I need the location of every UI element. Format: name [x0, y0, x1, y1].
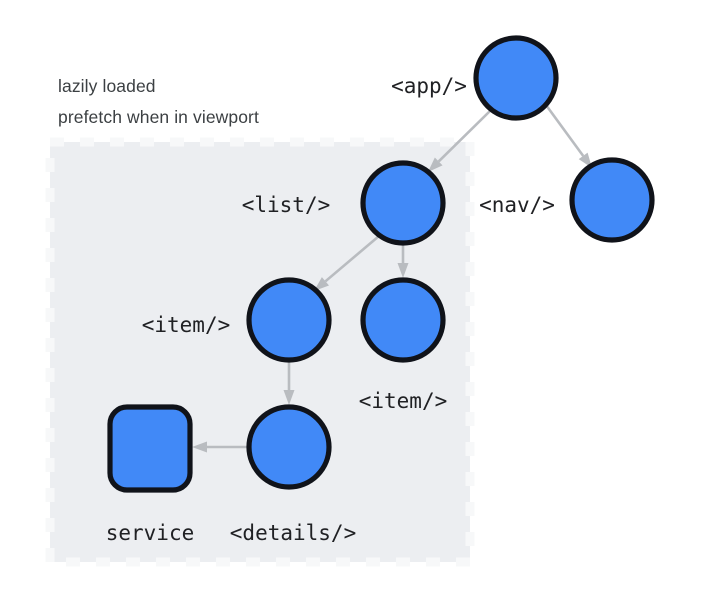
nodes-layer [107, 35, 655, 493]
node-nav[interactable] [569, 157, 655, 243]
node-label-service: service [106, 521, 195, 545]
edge-item-left-to-details [283, 362, 295, 405]
node-label-nav: <nav/> [479, 193, 555, 217]
edge-arrowhead [314, 277, 330, 291]
node-labels-layer: <app/> <nav/> <list/> <item/> <item/> <detail… [106, 74, 555, 545]
edge-list-to-item-right [397, 245, 409, 278]
node-list[interactable] [360, 160, 446, 246]
node-label-app: <app/> [391, 74, 467, 98]
edge-arrowhead [283, 390, 295, 405]
edge-details-to-service [192, 441, 247, 453]
node-details[interactable] [246, 404, 332, 490]
node-service[interactable] [107, 404, 193, 493]
edge-list-to-item-left [314, 235, 380, 291]
node-label-list: <list/> [242, 193, 331, 217]
node-item-left[interactable] [246, 277, 332, 363]
annotation-line-1: lazily loaded [58, 76, 156, 96]
edge-line [324, 235, 380, 283]
node-label-details: <details/> [230, 521, 356, 545]
node-label-item-right: <item/> [359, 389, 448, 413]
edge-arrowhead [428, 157, 443, 172]
node-app[interactable] [473, 35, 559, 121]
edge-app-to-list [428, 109, 492, 172]
annotation-line-2: prefetch when in viewport [58, 107, 259, 127]
edge-app-to-nav [544, 104, 592, 168]
node-label-item-left: <item/> [142, 313, 231, 337]
edges-layer [192, 104, 592, 453]
node-item-right[interactable] [360, 277, 446, 363]
annotation-group: lazily loaded prefetch when in viewport [58, 76, 259, 127]
edge-arrowhead [578, 152, 592, 168]
edge-line [437, 109, 492, 163]
edge-arrowhead [397, 263, 409, 278]
edge-arrowhead [192, 441, 207, 453]
edge-line [544, 104, 585, 157]
